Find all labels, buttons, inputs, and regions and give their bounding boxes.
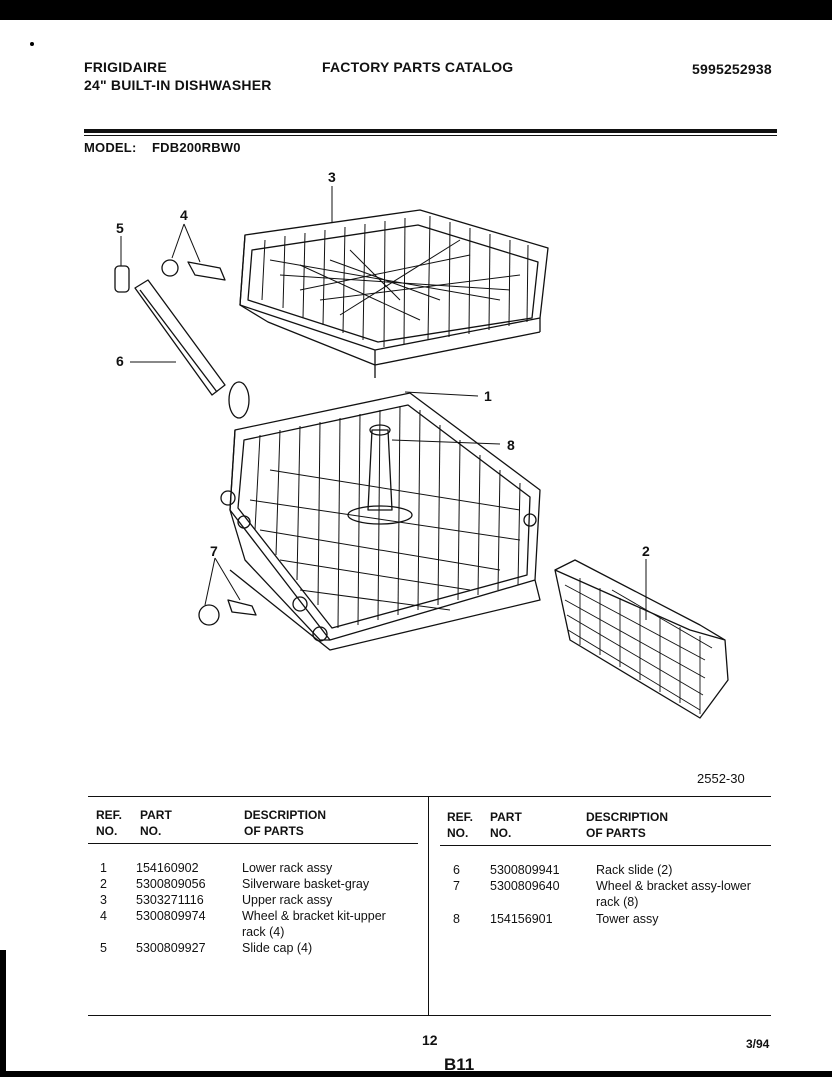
left-scan-mark: [0, 950, 6, 1071]
table-row-ref: 7: [453, 879, 460, 893]
table-row-part: 5300809974: [136, 909, 206, 923]
catalog-number: 5995252938: [692, 61, 772, 77]
rack-slide-drawing: [134, 279, 226, 396]
table-row-part: 154156901: [490, 912, 553, 926]
lower-rack-drawing: [220, 392, 541, 651]
callout-7: 7: [210, 543, 218, 559]
table-row-part: 5300809056: [136, 877, 206, 891]
table-row-part: 5303271116: [136, 893, 204, 907]
table-center-divider: [428, 796, 429, 1016]
table-row-ref: 1: [100, 861, 107, 875]
section-code: B11: [444, 1055, 475, 1074]
table-row-desc-cont: rack (4): [242, 925, 285, 939]
revision-date: 3/94: [746, 1037, 770, 1051]
table-row-part: 5300809640: [490, 879, 560, 893]
table-row-desc-cont: rack (8): [596, 895, 639, 909]
silverware-basket-drawing: [554, 559, 729, 719]
callout-6: 6: [116, 353, 124, 369]
table-row-part: 154160902: [136, 861, 199, 875]
slide-cap-drawing: [114, 265, 130, 293]
callout-5: 5: [116, 220, 124, 236]
bottom-scan-border: [0, 1071, 832, 1077]
brand-name: FRIGIDAIRE: [84, 59, 167, 75]
header-underline-left: [88, 843, 418, 844]
callout-4: 4: [180, 207, 188, 223]
table-row-ref: 6: [453, 863, 460, 877]
table-row-ref: 3: [100, 893, 107, 907]
table-row-desc: Slide cap (4): [242, 941, 313, 955]
header-rule-thin: [84, 135, 777, 136]
callout-3: 3: [328, 169, 336, 185]
page-number: 12: [422, 1032, 438, 1048]
table-row-ref: 5: [100, 941, 107, 955]
header-ref-left: REF.NO.: [96, 808, 123, 838]
upper-wheel-bracket-drawing: [161, 259, 226, 281]
catalog-title: FACTORY PARTS CATALOG: [322, 59, 514, 75]
model-value: FDB200RBW0: [152, 140, 241, 155]
figure-code: 2552-30: [697, 771, 745, 786]
table-row-desc: Lower rack assy: [242, 861, 333, 875]
table-row-desc: Upper rack assy: [242, 893, 333, 907]
table-row-desc: Silverware basket-gray: [242, 877, 370, 891]
table-row-desc: Wheel & bracket kit-upper: [242, 909, 386, 923]
top-scan-border: [0, 0, 832, 20]
parts-diagram: [114, 186, 729, 719]
header-rule: [84, 129, 777, 133]
table-row-ref: 8: [453, 912, 460, 926]
upper-rack-drawing: [239, 209, 549, 378]
callout-8: 8: [507, 437, 515, 453]
table-top-rule: [88, 796, 771, 797]
lower-wheel-bracket-drawing: [198, 599, 257, 626]
table-row-desc: Rack slide (2): [596, 863, 673, 877]
table-row-part: 5300809941: [490, 863, 560, 877]
header-ref-right: REF.NO.: [447, 810, 474, 840]
model-label: MODEL:: [84, 140, 137, 155]
callout-1: 1: [484, 388, 492, 404]
table-row-ref: 2: [100, 877, 107, 891]
table-row-desc: Wheel & bracket assy-lower: [596, 879, 751, 893]
table-row-ref: 4: [100, 909, 107, 923]
callout-2: 2: [642, 543, 650, 559]
table-row-part: 5300809927: [136, 941, 206, 955]
table-row-desc: Tower assy: [596, 912, 659, 926]
header-underline-right: [440, 845, 771, 846]
scan-speck: [30, 42, 34, 46]
product-name: 24" BUILT-IN DISHWASHER: [84, 77, 272, 93]
table-bottom-rule: [88, 1015, 771, 1016]
